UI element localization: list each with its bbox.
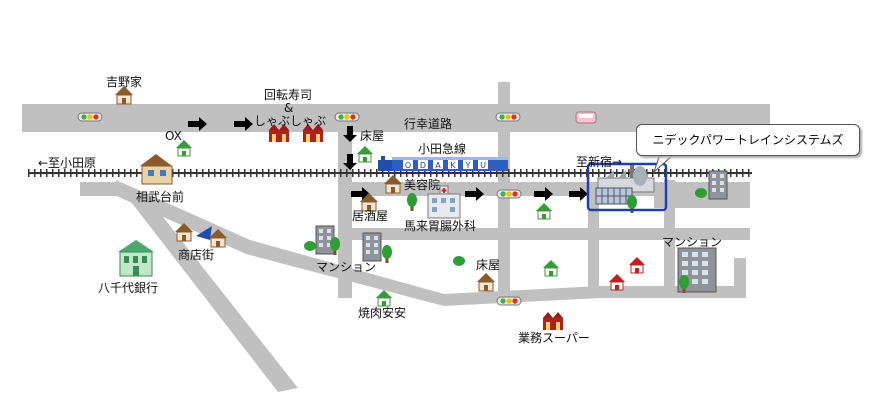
label-odakyu-line: 小田急線 xyxy=(418,142,467,156)
label-barber-bottom: 床屋 xyxy=(476,258,501,272)
label-izakaya: 居酒屋 xyxy=(352,209,389,223)
destination-highlight xyxy=(586,162,668,212)
train-window xyxy=(478,160,488,169)
shop-flag-icon xyxy=(196,226,212,240)
label-gyomu-super: 業務スーパー xyxy=(518,331,590,345)
train-letter: O xyxy=(405,161,411,170)
train-window xyxy=(448,160,458,169)
bank-icon xyxy=(118,240,154,277)
train-letter: U xyxy=(480,161,486,170)
label-ox: OX xyxy=(165,129,182,143)
train-window xyxy=(433,160,443,169)
bus-icon xyxy=(575,111,597,124)
label-yakiniku: 焼肉安安 xyxy=(358,306,407,320)
clinic-icon xyxy=(427,185,461,219)
label-to-shinjuku: 至新宿→ xyxy=(576,155,623,169)
train-letter: Y xyxy=(465,161,471,170)
label-gyokoku-road: 行幸道路 xyxy=(404,117,453,131)
factory-icon xyxy=(595,164,655,205)
label-kaiten-sushi: 回転寿司 xyxy=(264,88,313,102)
label-shabushabu: しゃぶしゃぶ xyxy=(254,114,327,128)
train-window xyxy=(463,160,473,169)
train-letter: D xyxy=(420,161,426,170)
label-station: 相武台前 xyxy=(136,190,185,204)
label-barber-top: 床屋 xyxy=(360,129,385,143)
label-yachiyo-bank: 八千代銀行 xyxy=(98,281,159,295)
train-letter: A xyxy=(435,161,441,170)
label-yoshinoya: 吉野家 xyxy=(106,75,143,89)
station-icon xyxy=(140,154,173,185)
label-mansion-right: マンション xyxy=(662,235,723,249)
train-window xyxy=(403,160,413,169)
label-biyoin: 美容院 xyxy=(404,178,441,192)
label-ampersand: & xyxy=(284,101,294,115)
label-shotengai: 商店街 xyxy=(178,248,215,262)
map-icons xyxy=(114,85,728,330)
train-window xyxy=(418,160,428,169)
label-clinic: 馬来胃腸外科 xyxy=(404,219,477,233)
destination-callout: ニデックパワートレインシステムズ xyxy=(636,124,860,156)
train-letter: K xyxy=(450,161,456,170)
label-mansion-left: マンション xyxy=(316,260,377,274)
label-to-odawara: ←至小田原 xyxy=(38,156,97,170)
